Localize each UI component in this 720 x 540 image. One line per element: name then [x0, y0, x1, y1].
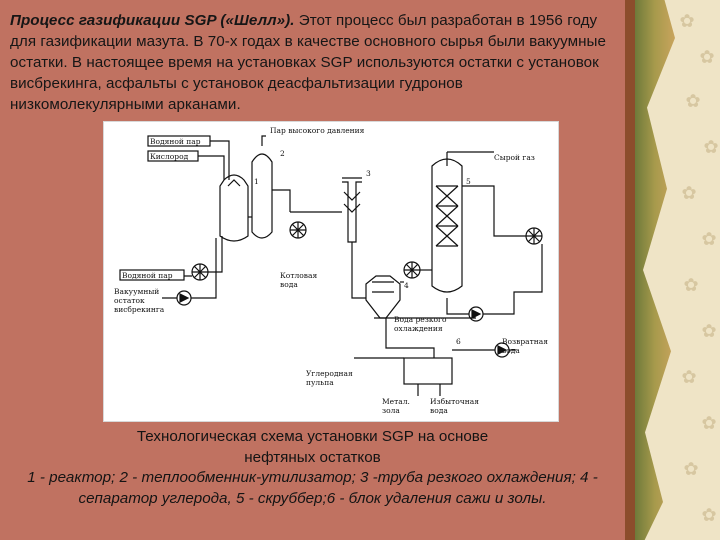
quench-sprays [343, 191, 361, 213]
steam-line [210, 140, 230, 180]
caption-line-2: нефтяных остатков [244, 448, 381, 466]
label-n2: 2 [280, 149, 285, 158]
boiler-link [272, 189, 291, 212]
flower-motif-icon: ✿ [685, 91, 701, 112]
reactor-1 [219, 174, 249, 242]
label-n4: 4 [404, 281, 409, 290]
heater-right [525, 227, 543, 245]
flower-motif-icon: ✿ [699, 47, 715, 68]
residue-feed-line [162, 238, 217, 299]
carbon-line [385, 328, 435, 358]
flower-motif-icon: ✿ [681, 367, 697, 388]
scrubber-5 [431, 158, 463, 293]
scrubber-recycle [462, 185, 526, 237]
soot-removal-block-6 [403, 357, 453, 385]
label-n6: 6 [456, 337, 461, 346]
flower-motif-icon: ✿ [703, 137, 719, 158]
label-quench-water-2: охлаждения [394, 324, 443, 333]
process-diagram: Водяной пар Кислород Пар высокого давлен… [103, 121, 559, 422]
carbon-separator-4 [365, 275, 401, 319]
intro-paragraph: Процесс газификации SGP («Шелл»). Этот п… [10, 10, 610, 115]
intro-lead: Процесс газификации SGP («Шелл»). [10, 12, 295, 29]
label-vacuum-residue-2: остаток [114, 296, 145, 305]
heater-left [191, 263, 209, 281]
flower-motif-icon: ✿ [681, 183, 697, 204]
label-boiler-water-1: Котловая [280, 271, 317, 280]
label-water-steam-left: Водяной пар [122, 271, 173, 280]
label-excess-water-1: Избыточная [430, 397, 479, 406]
flower-motif-icon: ✿ [683, 275, 699, 296]
flower-motif-icon: ✿ [701, 321, 717, 342]
scrubber-bottom-line [446, 298, 469, 315]
figure-caption: Технологическая схема установки SGP на о… [8, 427, 617, 509]
heater-sep [403, 261, 421, 279]
decorative-flame [635, 0, 675, 540]
label-raw-gas: Сырой газ [494, 153, 535, 162]
flower-motif-icon: ✿ [683, 459, 699, 480]
heater-mid [289, 221, 307, 239]
label-vacuum-residue-1: Вакуумный [114, 287, 159, 296]
caption-legend: 1 - реактор; 2 - теплообменник-утилизато… [27, 469, 598, 507]
label-oxygen: Кислород [150, 152, 189, 161]
flower-motif-icon: ✿ [679, 11, 695, 32]
quench-to-separator [351, 242, 366, 299]
steam-feed-line [184, 236, 223, 277]
label-carbon-pulp-2: пульпа [306, 378, 334, 387]
label-metal-ash-1: Метал. [382, 397, 410, 406]
label-box [119, 269, 185, 281]
label-metal-ash-2: зола [382, 406, 400, 415]
label-water-steam-top: Водяной пар [150, 137, 201, 146]
label-n1: 1 [254, 177, 259, 186]
flower-motif-icon: ✿ [701, 505, 717, 526]
label-returned-water-1: Возвратная [502, 337, 548, 346]
flower-motif-icon: ✿ [701, 413, 717, 434]
label-boiler-water-2: вода [280, 280, 298, 289]
label-vacuum-residue-3: висбрекинга [114, 305, 165, 314]
label-quench-water-1: Вода резкого [394, 315, 447, 324]
label-returned-water-2: вода [502, 346, 520, 355]
pump-feed [176, 290, 192, 306]
label-n3: 3 [366, 169, 371, 178]
block-outputs [417, 384, 441, 396]
label-hp-steam: Пар высокого давления [270, 126, 365, 135]
quench-return-line [483, 244, 543, 315]
label-n5: 5 [466, 177, 471, 186]
intro-body: Этот процесс был разработан в 1956 году … [10, 12, 606, 113]
heat-exchanger-2 [251, 153, 273, 239]
pump-quench [468, 306, 484, 322]
decorative-border: ✿ ✿ ✿ ✿ ✿ ✿ ✿ ✿ ✿ ✿ ✿ ✿ [625, 0, 720, 540]
label-carbon-pulp-1: Углеродная [306, 369, 353, 378]
process-diagram-svg: Водяной пар Кислород Пар высокого давлен… [114, 126, 548, 415]
label-excess-water-2: вода [430, 406, 448, 415]
hp-steam-line [261, 135, 266, 146]
oxygen-line [198, 155, 225, 180]
caption-line-1: Технологическая схема установки SGP на о… [136, 428, 489, 445]
separator-internals [372, 281, 394, 293]
reactor-burner [227, 179, 241, 187]
flower-motif-icon: ✿ [701, 229, 717, 250]
